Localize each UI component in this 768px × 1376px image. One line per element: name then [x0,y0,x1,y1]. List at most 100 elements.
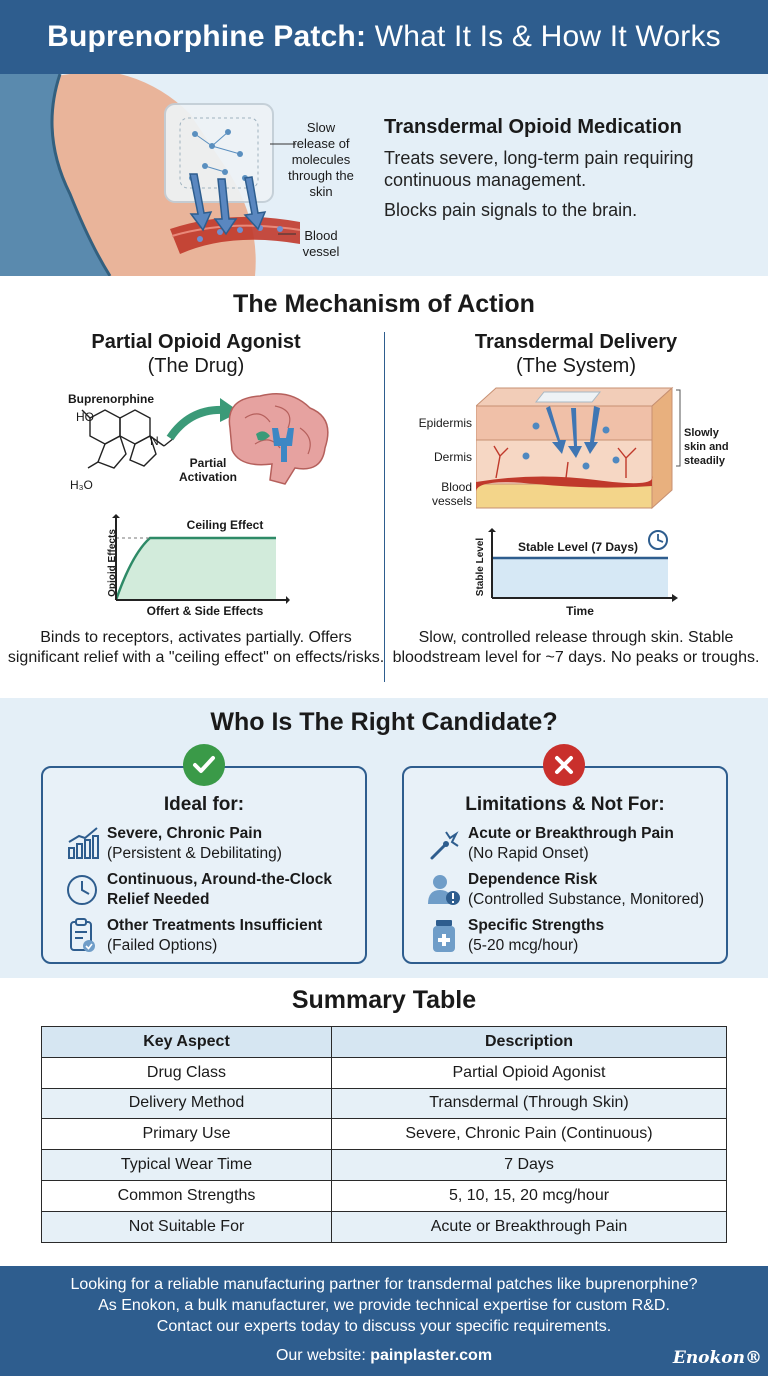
limits-item-title: Acute or Breakthrough Pain [468,825,674,842]
intro-section: Slow release of molecules through the sk… [0,74,768,276]
atom-n: N [150,434,159,448]
table-row: Drug Class Partial Opioid Agonist [41,1056,727,1089]
limits-item: Acute or Breakthrough Pain (No Rapid Onse… [424,824,724,870]
agonist-title: Partial Opioid Agonist(The Drug) [91,331,301,377]
ideal-item-title: Severe, Chronic Pain [107,825,263,842]
limits-item: Specific Strengths(5-20 mcg/hour) [424,916,724,962]
limits-card: Limitations & Not For: Acute or Breakthr… [402,766,728,964]
molecule-brain-illustration [81,393,329,485]
limits-item-title: Dependence Risk [468,871,598,888]
ceiling-effect-chart [112,514,290,604]
check-badge [183,744,225,786]
slowly-label: Slowly skin and steadily [684,427,729,467]
atom-h3co: H₃O [70,478,93,492]
table-row: Delivery Method Transdermal (Through Ski… [41,1087,727,1120]
ideal-card: Ideal for: Severe, Chronic Pain(Persiste… [41,766,367,964]
x-axis-arrow [672,594,678,602]
ideal-item-title: Continuous, Around-the-Clock Relief Need… [107,871,333,908]
stable-chart-xlabel: Time [566,604,594,618]
footer-line-2: As Enokon, a bulk manufacturer, we provi… [98,1297,670,1314]
arm-patch-illustration [0,74,301,276]
blood-vessels-label: Blood vessels [431,480,472,508]
dermis-label: Dermis [434,450,472,464]
table-cell: Partial Opioid Agonist [331,1056,727,1089]
chart-bars-icon [68,827,99,859]
table-cell: Typical Wear Time [41,1149,332,1181]
skin-layers-illustration [476,386,674,510]
cross-icon [555,756,573,774]
table-cell: Transdermal (Through Skin) [331,1087,727,1120]
ceiling-chart-title: Ceiling Effect [186,518,264,532]
ideal-item-title: Other Treatments Insufficient [107,917,323,934]
atom-ho: HO [76,410,94,424]
candidate-section: Who Is The Right Candidate? Ideal for: S… [0,698,768,978]
stable-level-area [492,558,668,598]
cross-badge [543,744,585,786]
activation-label: Partial Activation [178,456,237,484]
medicine-bottle-icon [433,920,455,952]
intro-heading: Transdermal Opioid Medication [384,116,682,138]
footer-line-3: Contact our experts today to discuss you… [156,1318,612,1335]
limits-item-sub: (No Rapid Onset) [468,845,589,862]
table-cell: Severe, Chronic Pain (Continuous) [331,1118,727,1151]
stable-chart-ylabel: Stable Level [475,537,486,597]
table-cell: Delivery Method [41,1087,332,1120]
table-cell: Drug Class [41,1056,332,1089]
vessel-callout: Blood vessel [302,228,340,259]
table-row: Typical Wear Time 7 Days [41,1149,727,1181]
limits-heading: Limitations & Not For: [465,794,665,815]
y-axis-arrow [488,528,496,532]
delivery-description: Slow, controlled release through skin. S… [392,629,760,666]
limits-item-sub: (5-20 mcg/hour) [468,937,579,954]
person-warning-icon [428,875,460,905]
column-divider [384,332,385,682]
ceiling-curve-line [114,536,276,601]
delivery-title: Transdermal Delivery(The System) [474,331,678,377]
epidermis-label: Epidermis [418,416,472,430]
ideal-item: Severe, Chronic Pain(Persistent & Debili… [63,824,363,870]
summary-title: Summary Table [291,986,477,1014]
ideal-item: Continuous, Around-the-Clock Relief Need… [63,870,363,916]
table-cell: 7 Days [331,1149,727,1181]
intro-line-1: Treats severe, long-term pain requiring … [384,148,694,190]
intro-line-2: Blocks pain signals to the brain. [384,200,638,220]
molecule-label: Buprenorphine [68,392,154,406]
ceiling-chart-ylabel: Opioid Effects [107,529,118,597]
table-cell: Common Strengths [41,1179,332,1212]
clock-icon [67,875,97,905]
candidate-title: Who Is The Right Candidate? [210,708,558,736]
ideal-item-sub: (Failed Options) [107,937,218,954]
agonist-description: Binds to receptors, activates partially.… [7,629,385,666]
stable-chart-title: Stable Level (7 Days) [517,540,639,554]
website-label: Our website: [275,1347,366,1364]
brand-logo: Enokon® [672,1348,762,1368]
lightning-icon [430,831,459,860]
limits-item-sub: (Controlled Substance, Monitored) [468,891,705,908]
table-cell: Primary Use [41,1118,332,1151]
table-cell: Acute or Breakthrough Pain [331,1210,727,1243]
table-row: Common Strengths 5, 10, 15, 20 mcg/hour [41,1179,727,1212]
header-banner: Buprenorphine Patch: What It Is & How It… [0,0,768,74]
page-title: Buprenorphine Patch: What It Is & How It… [47,20,721,53]
table-header-row: Key Aspect Description [41,1026,727,1058]
ideal-item: Other Treatments Insufficient (Failed Opt… [63,916,363,962]
table-row: Primary Use Severe, Chronic Pain (Contin… [41,1118,727,1151]
ceiling-chart-xlabel: Offert & Side Effects [146,604,264,618]
limits-item: Dependence Risk (Controlled Substance, Mo… [424,870,724,916]
summary-section: Summary Table Key Aspect Description Dru… [0,978,768,1266]
intro-text: Transdermal Opioid Medication Treats sev… [384,116,754,229]
table-cell: 5, 10, 15, 20 mcg/hour [331,1179,727,1212]
checkmark-icon [193,756,215,773]
y-axis-arrow [112,514,120,518]
table-cell: Not Suitable For [41,1210,332,1243]
footer-line-1: Looking for a reliable manufacturing par… [70,1276,698,1293]
stable-level-chart [488,528,678,602]
summary-table: Key Aspect Description Drug Class Partia… [41,1026,727,1243]
website-link[interactable]: painplaster.com [370,1347,493,1364]
ideal-heading: Ideal for: [163,794,245,815]
footer-banner: Looking for a reliable manufacturing par… [0,1266,768,1376]
mechanism-title: The Mechanism of Action [233,290,535,318]
ceiling-curve-area [116,538,276,600]
table-row: Not Suitable For Acute or Breakthrough P… [41,1210,727,1243]
x-axis-arrow [286,596,290,604]
